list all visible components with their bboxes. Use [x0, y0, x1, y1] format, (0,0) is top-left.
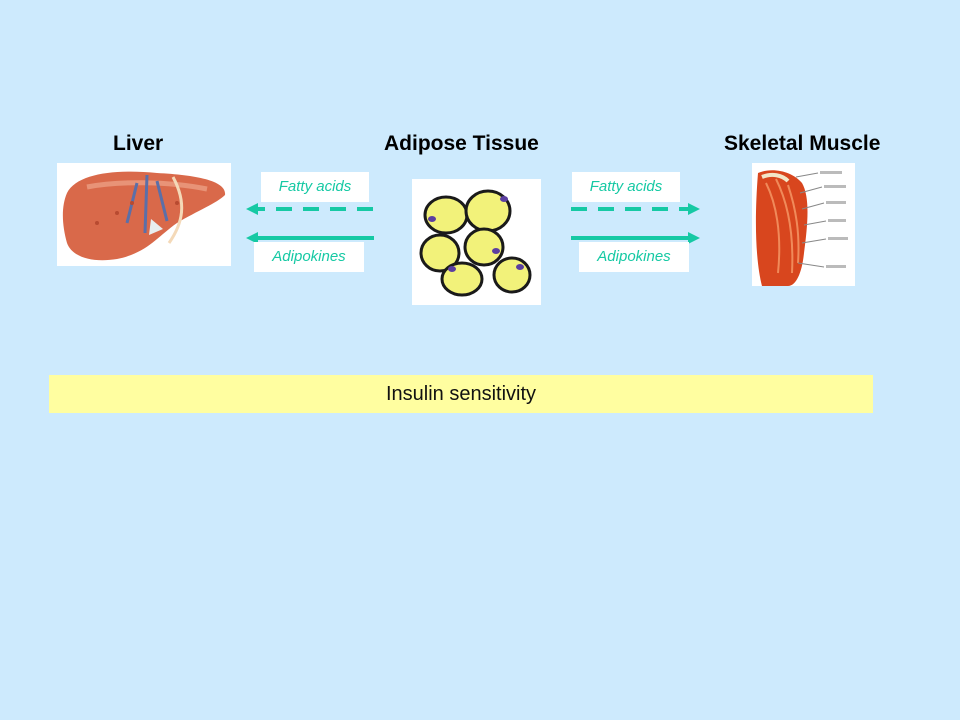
title-liver: Liver: [113, 132, 164, 155]
arrow-adipokines-to-liver: [246, 232, 374, 244]
label-adipokines-right: Adipokines: [579, 242, 689, 272]
muscle-image: [752, 163, 855, 286]
liver-icon: [62, 171, 226, 261]
label-fatty-acids-right: Fatty acids: [572, 172, 680, 202]
shoulder-muscle-icon: [755, 170, 848, 286]
liver-image: [57, 163, 231, 266]
label-fatty-acids-left: Fatty acids: [261, 172, 369, 202]
adipose-image: [412, 179, 541, 305]
arrow-adipokines-to-muscle: [571, 232, 700, 244]
fat-cells-icon: [419, 189, 532, 297]
arrow-fatty-acids-to-muscle: [571, 203, 700, 215]
title-adipose-tissue: Adipose Tissue: [384, 132, 539, 155]
insulin-sensitivity-bar: Insulin sensitivity: [49, 375, 873, 413]
arrow-fatty-acids-to-liver: [246, 203, 373, 215]
insulin-sensitivity-label: Insulin sensitivity: [385, 383, 537, 405]
title-skeletal-muscle: Skeletal Muscle: [724, 132, 881, 155]
label-adipokines-left: Adipokines: [254, 242, 364, 272]
